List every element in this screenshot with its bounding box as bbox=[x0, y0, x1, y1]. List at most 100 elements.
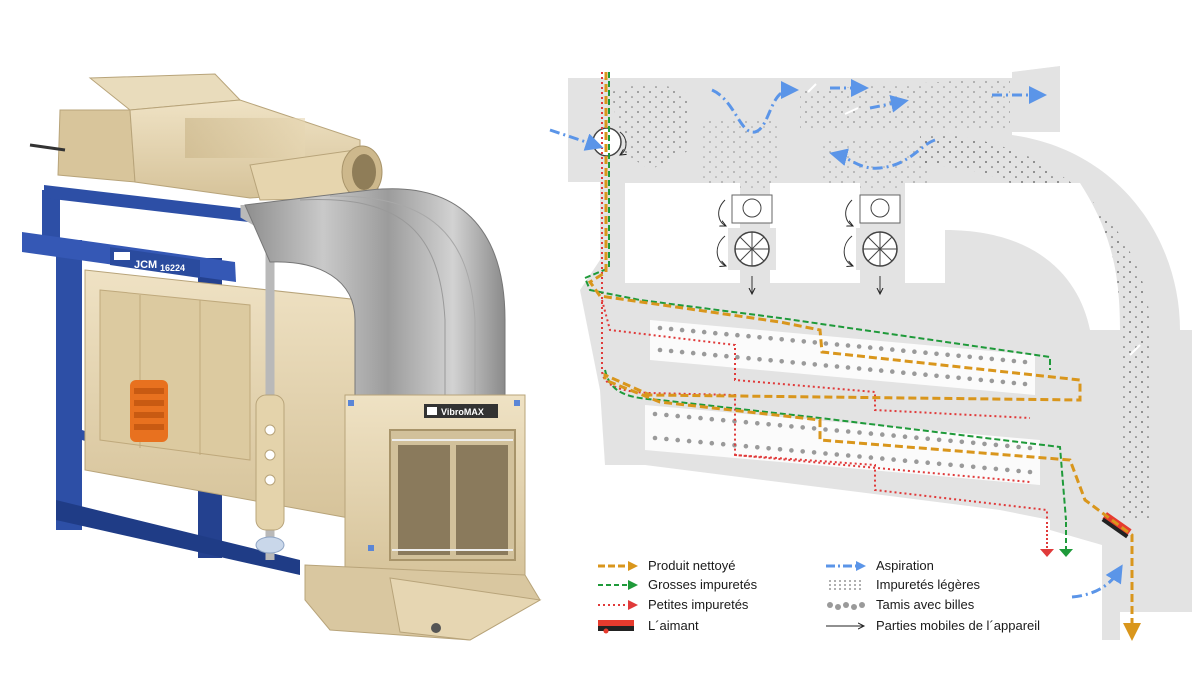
sieve-ball bbox=[878, 368, 884, 373]
sieve-ball bbox=[686, 438, 692, 444]
sieve-ball bbox=[956, 375, 961, 381]
sieve-ball bbox=[1027, 445, 1033, 451]
sieve-ball bbox=[823, 451, 828, 456]
top-housing-ribs bbox=[185, 118, 305, 158]
frame-base bbox=[56, 500, 300, 575]
sieve-ball bbox=[768, 336, 773, 341]
sieve-ball bbox=[777, 447, 783, 452]
sieve-ball bbox=[925, 436, 930, 442]
sieve-ball bbox=[668, 326, 674, 332]
sieve-balls bbox=[652, 325, 1033, 475]
sieve-ball bbox=[777, 423, 783, 428]
sieve-ball bbox=[970, 464, 976, 470]
sieve-ball bbox=[720, 441, 726, 447]
sieve-ball bbox=[823, 363, 829, 368]
sieve-ball bbox=[834, 428, 840, 433]
rotation-arrow-icon bbox=[718, 199, 726, 226]
divider-white bbox=[945, 183, 1120, 330]
sieve-ball bbox=[1000, 379, 1006, 385]
sieve-ball bbox=[713, 330, 718, 336]
pipe-outlet bbox=[255, 536, 285, 554]
sieve-ball bbox=[934, 351, 939, 357]
small-impurities-outlet-head bbox=[1040, 549, 1054, 557]
frame-leg bbox=[56, 240, 82, 530]
sieve-ball bbox=[914, 435, 919, 441]
sieve-ball bbox=[746, 333, 751, 339]
sieve-ball bbox=[1000, 357, 1006, 363]
frame-beam-top bbox=[44, 185, 300, 228]
sieve-ball bbox=[701, 329, 707, 335]
sieve-ball bbox=[800, 425, 805, 430]
sieve-ball bbox=[668, 348, 674, 354]
sieve-ball bbox=[834, 364, 840, 369]
sieve-ball bbox=[948, 462, 953, 468]
sieve-ball bbox=[812, 362, 818, 367]
sieve-ball bbox=[890, 369, 895, 374]
sieve-ball bbox=[823, 341, 829, 346]
light-impurities-chamber bbox=[820, 140, 930, 190]
sieve-ball bbox=[698, 439, 703, 445]
airlock-unit-2 bbox=[856, 194, 904, 270]
sieve-ball bbox=[845, 343, 851, 348]
sieve-ball bbox=[757, 357, 762, 362]
sieve-ball bbox=[890, 347, 895, 352]
large-impurities-path bbox=[604, 369, 1067, 521]
sieve-ball bbox=[868, 455, 874, 460]
vibration-motor bbox=[130, 380, 168, 442]
sieve-ball bbox=[800, 449, 805, 454]
sieve-ball bbox=[743, 443, 749, 449]
sieve-panel bbox=[99, 289, 251, 461]
sieve-ball bbox=[891, 433, 896, 438]
legend-item-small-impurities: Petites impuretés bbox=[598, 597, 749, 612]
model-plate: JCM 16224 bbox=[110, 247, 200, 278]
sieve-ball bbox=[936, 461, 942, 467]
sieve-ball bbox=[845, 453, 851, 458]
sieve-ball bbox=[690, 328, 696, 334]
feed-rotor-arrow-icon bbox=[620, 131, 626, 155]
sieve-ball bbox=[664, 412, 669, 418]
sieve-ball bbox=[789, 448, 794, 453]
airlock-unit-1 bbox=[728, 194, 776, 270]
sieve-ball bbox=[735, 332, 740, 338]
small-impurities-path bbox=[601, 299, 1031, 419]
rotation-arrow-icon bbox=[845, 199, 853, 226]
sieve-ball bbox=[978, 355, 984, 361]
sieve-ball bbox=[989, 378, 995, 384]
sieve-ball bbox=[967, 354, 972, 360]
rotation-arrow-icon bbox=[843, 235, 853, 266]
sieve-ball bbox=[675, 437, 680, 443]
inlet-pipe-inner bbox=[352, 154, 376, 190]
aspiration-internal-path bbox=[829, 138, 936, 170]
legend-label: Produit nettoyé bbox=[648, 558, 735, 573]
legend-label: Aspiration bbox=[876, 558, 934, 573]
duct-seam bbox=[299, 199, 446, 395]
sieve-ball bbox=[1011, 358, 1017, 364]
aspiration-internal-path bbox=[869, 94, 909, 113]
sieve-ball bbox=[856, 344, 862, 349]
hopper-roller bbox=[431, 623, 441, 633]
sieve-ball bbox=[867, 345, 873, 350]
sieve-ball bbox=[978, 377, 984, 383]
model-brand: JCM bbox=[134, 259, 157, 271]
legend-item-magnet: L´aimant bbox=[598, 618, 699, 634]
legend-item-aspiration: Aspiration bbox=[826, 558, 934, 573]
light-impurities-channel bbox=[612, 84, 690, 170]
sieve-ball bbox=[834, 452, 840, 457]
sieve-ball bbox=[679, 327, 685, 333]
sieve-ball bbox=[936, 437, 942, 443]
flow-diagram bbox=[549, 66, 1192, 641]
sieve-ball bbox=[982, 465, 987, 471]
balls-icon bbox=[827, 602, 865, 610]
bolt bbox=[368, 545, 374, 551]
bolt bbox=[348, 400, 354, 406]
sieve-ball bbox=[679, 349, 685, 355]
sieve-ball bbox=[701, 351, 707, 357]
sieve-ball bbox=[823, 427, 828, 432]
sieve-ball bbox=[746, 355, 751, 361]
window-pane bbox=[398, 445, 450, 555]
sieve-ball bbox=[857, 454, 862, 459]
bolt bbox=[514, 400, 520, 406]
sieve-ball bbox=[724, 353, 729, 359]
legend: Produit nettoyé Grosses impuretés Petite… bbox=[598, 558, 1040, 634]
